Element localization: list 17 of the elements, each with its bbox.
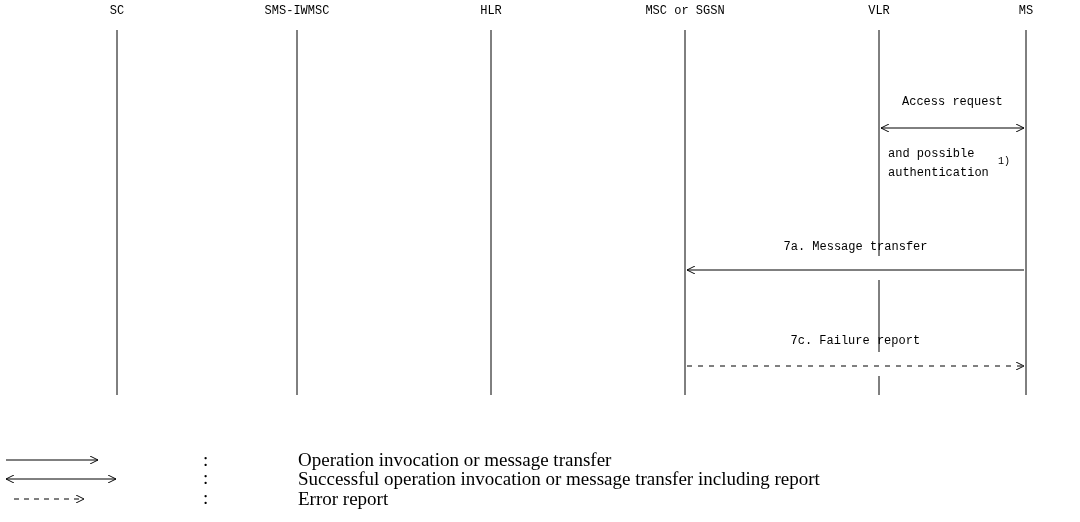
note-text: and possible authentication	[888, 146, 988, 182]
participant-name: MS	[1017, 4, 1035, 18]
footnote-mark: 1)	[998, 156, 1010, 167]
message-label: Access request	[902, 95, 1003, 109]
message-label: 7c. Failure report	[790, 334, 921, 348]
participant-name: HLR	[479, 4, 503, 18]
participant-name: SMS-IWMSC	[263, 4, 331, 18]
legend-text: Error report	[298, 489, 389, 509]
separator: :	[203, 488, 209, 508]
participant-name: SC	[108, 4, 126, 18]
participant-name: VLR	[867, 4, 891, 18]
participant-name: MSC or SGSN	[644, 4, 726, 18]
separator: :	[203, 468, 209, 488]
legend-text: Operation invocation or message transfer	[298, 450, 612, 470]
legend-text: Successful operation invocation or message transfer including report	[298, 469, 820, 489]
message-label: 7a. Message transfer	[783, 240, 928, 254]
separator: :	[203, 450, 209, 470]
